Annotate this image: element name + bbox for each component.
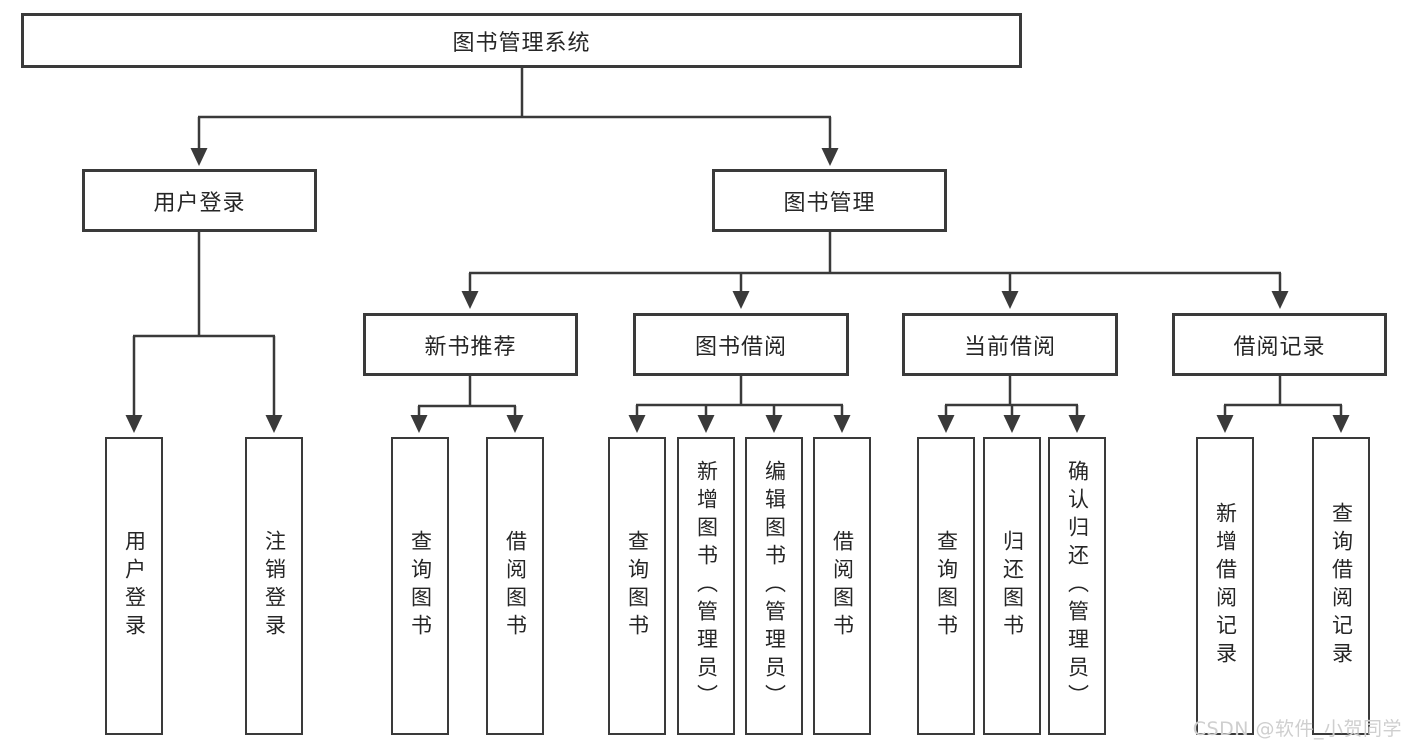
leaf-label: 新增借阅记录 [1213, 502, 1238, 670]
node-label: 用户登录 [153, 190, 246, 216]
leaf-label: 查询图书 [934, 530, 959, 642]
node-book-borrow: 图书借阅 [633, 313, 849, 376]
csdn-watermark: CSDN @软件_小贺同学 [1192, 718, 1402, 740]
leaf-borrow-book-recommend: 借阅图书 [486, 437, 544, 735]
leaf-label: 用户登录 [122, 530, 147, 642]
leaf-return-book: 归还图书 [983, 437, 1041, 735]
node-label: 当前借阅 [963, 334, 1056, 360]
leaf-add-book-admin: 新增图书（管理员） [677, 437, 735, 735]
leaf-label: 借阅图书 [830, 530, 855, 642]
node-book-management: 图书管理 [712, 169, 947, 232]
leaf-user-login: 用户登录 [105, 437, 163, 735]
leaf-query-book-current: 查询图书 [917, 437, 975, 735]
node-new-book-recommend: 新书推荐 [363, 313, 578, 376]
leaf-query-borrow-record: 查询借阅记录 [1312, 437, 1370, 735]
leaf-edit-book-admin: 编辑图书（管理员） [745, 437, 803, 735]
leaf-add-borrow-record: 新增借阅记录 [1196, 437, 1254, 735]
leaf-label: 查询图书 [408, 530, 433, 642]
leaf-query-book-borrow: 查询图书 [608, 437, 666, 735]
node-label: 借阅记录 [1233, 334, 1326, 360]
leaf-label: 确认归还（管理员） [1065, 460, 1090, 712]
leaf-label: 归还图书 [1000, 530, 1025, 642]
leaf-confirm-return-admin: 确认归还（管理员） [1048, 437, 1106, 735]
node-label: 图书管理系统 [452, 30, 591, 56]
leaf-label: 借阅图书 [503, 530, 528, 642]
leaf-borrow-book: 借阅图书 [813, 437, 871, 735]
leaf-label: 编辑图书（管理员） [762, 460, 787, 712]
leaf-logout: 注销登录 [245, 437, 303, 735]
leaf-label: 查询图书 [625, 530, 650, 642]
node-label: 图书借阅 [694, 334, 787, 360]
node-borrow-record: 借阅记录 [1172, 313, 1387, 376]
node-label: 图书管理 [783, 190, 876, 216]
leaf-label: 新增图书（管理员） [694, 460, 719, 712]
node-current-borrow: 当前借阅 [902, 313, 1118, 376]
node-root: 图书管理系统 [21, 13, 1022, 68]
leaf-label: 查询借阅记录 [1329, 502, 1354, 670]
leaf-label: 注销登录 [262, 530, 287, 642]
node-label: 新书推荐 [424, 334, 517, 360]
node-user-login-branch: 用户登录 [82, 169, 317, 232]
leaf-query-book-recommend: 查询图书 [391, 437, 449, 735]
